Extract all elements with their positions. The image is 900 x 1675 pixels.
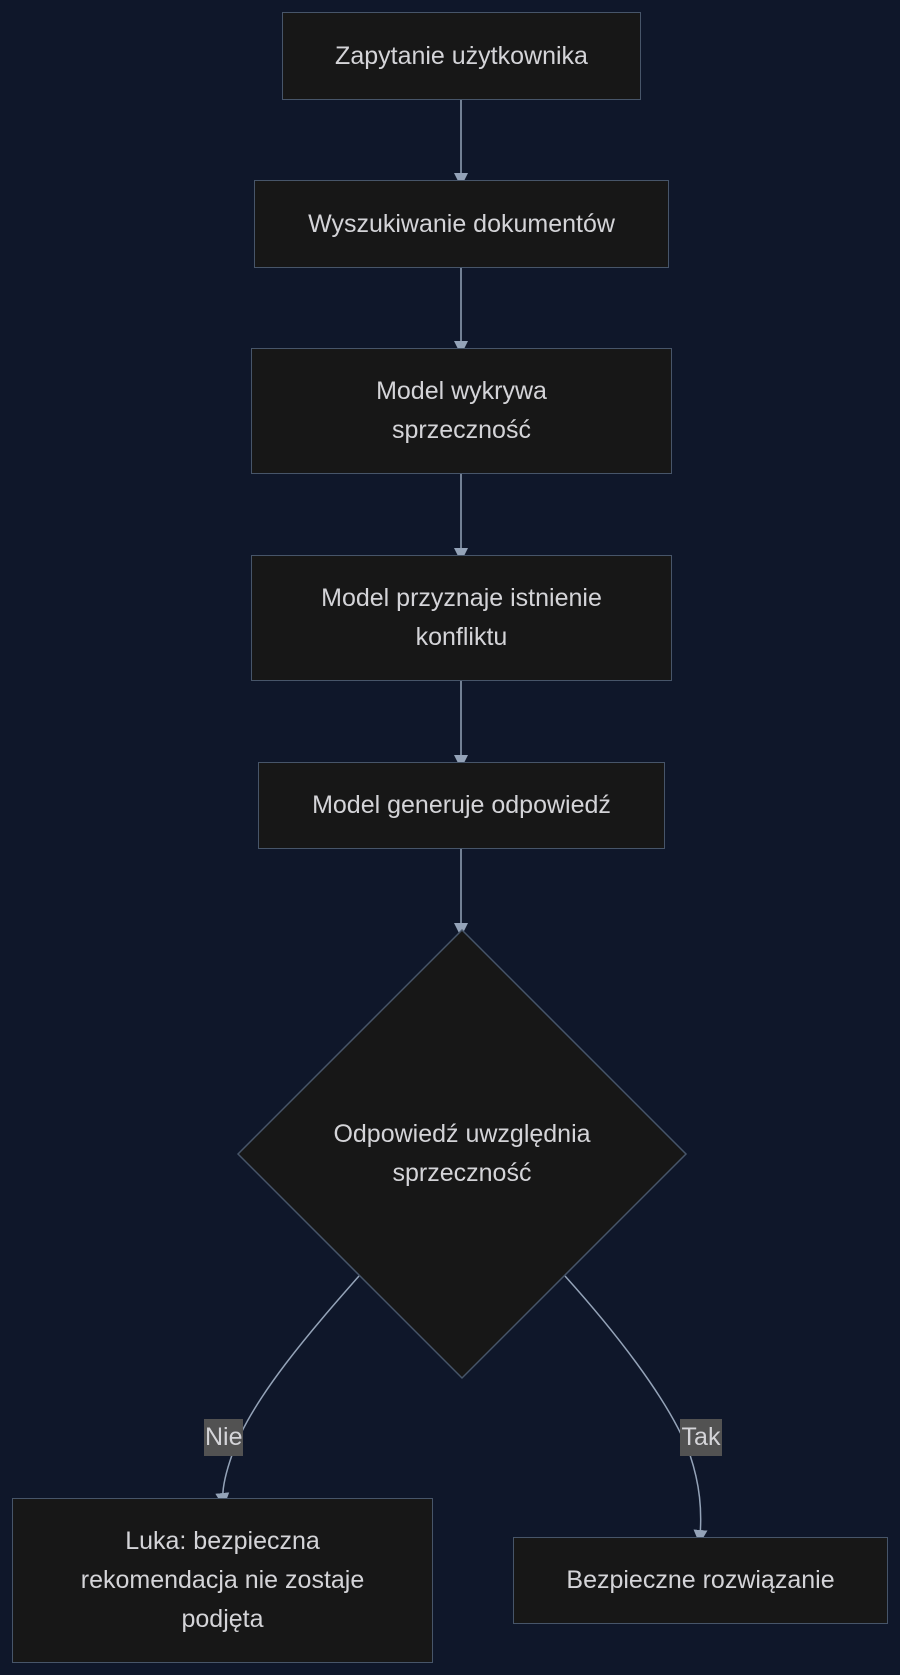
node-document-search: Wyszukiwanie dokumentów bbox=[254, 180, 669, 268]
node-document-search-label: Wyszukiwanie dokumentów bbox=[308, 209, 615, 238]
node-generates-answer-label: Model generuje odpowiedź bbox=[312, 791, 611, 819]
edge-label-no: Nie bbox=[204, 1419, 243, 1456]
node-user-query-label: Zapytanie użytkownika bbox=[335, 41, 588, 70]
node-safe-outcome: Bezpieczne rozwiązanie bbox=[513, 1537, 888, 1624]
node-gap-outcome-label: Luka: bezpieczna rekomendacja nie zostaj… bbox=[80, 1527, 365, 1633]
node-generates-answer: Model generuje odpowiedź bbox=[258, 762, 665, 849]
node-detects-contradiction-label: Model wykrywa sprzeczność bbox=[376, 377, 547, 444]
decision-diamond bbox=[236, 928, 688, 1380]
node-user-query: Zapytanie użytkownika bbox=[282, 12, 641, 100]
node-safe-outcome-label: Bezpieczne rozwiązanie bbox=[566, 1566, 835, 1594]
node-acknowledges-conflict: Model przyznaje istnienie konfliktu bbox=[251, 555, 672, 681]
node-gap-outcome: Luka: bezpieczna rekomendacja nie zostaj… bbox=[12, 1498, 433, 1663]
edge-decision-yes bbox=[564, 1275, 708, 1544]
decision-label: Odpowiedź uwzględnia sprzeczność bbox=[333, 1120, 591, 1187]
edge-label-yes: Tak bbox=[680, 1419, 722, 1456]
node-acknowledges-conflict-label: Model przyznaje istnienie konfliktu bbox=[321, 584, 602, 651]
node-detects-contradiction: Model wykrywa sprzeczność bbox=[251, 348, 672, 474]
edge-decision-no bbox=[215, 1275, 360, 1507]
